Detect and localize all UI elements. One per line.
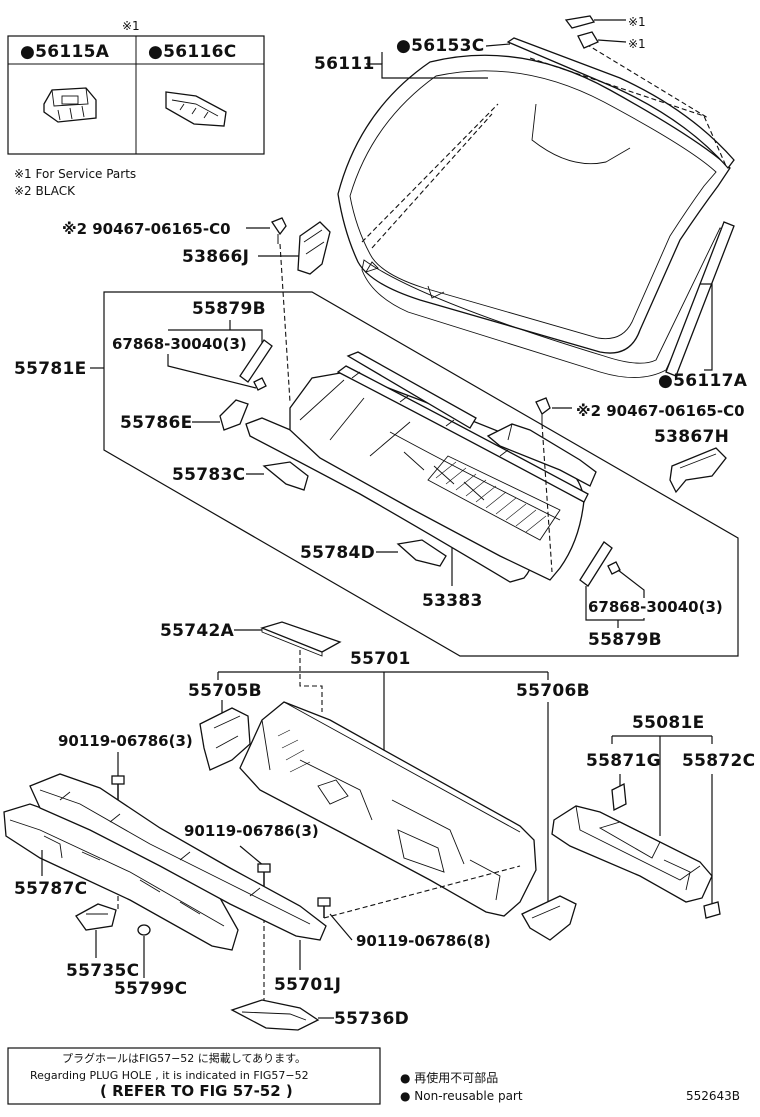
label-90467-right: ※2 90467-06165-C0	[576, 402, 745, 420]
label-55872c: 55872C	[682, 751, 755, 771]
inset-right-label: ●56116C	[148, 42, 237, 62]
seal-53866j-drawing	[297, 221, 331, 275]
cowl-panel-55701-drawing	[239, 701, 537, 917]
clip-55799c-drawing	[137, 924, 151, 936]
bolt-90119-b-drawing	[257, 863, 271, 886]
label-55781e: 55781E	[14, 359, 87, 379]
inset-left-label: ●56115A	[20, 42, 110, 62]
label-55787c: 55787C	[14, 879, 87, 899]
bracket-55705b-drawing	[199, 707, 251, 771]
bracket-55735c-drawing	[75, 903, 117, 931]
cowl-group-frame	[103, 291, 739, 657]
seal-53867h-drawing	[669, 447, 727, 494]
label-53866j: 53866J	[182, 247, 249, 267]
label-90119-c: 90119-06786(8)	[356, 932, 491, 950]
clip-90467-left-drawing	[271, 217, 287, 244]
bolt-90119-c-drawing	[317, 897, 331, 918]
pad-55742a-drawing	[260, 621, 342, 657]
note-refer: ( REFER TO FIG 57-52 )	[100, 1082, 293, 1100]
legend-en: ● Non-reusable part	[400, 1089, 523, 1103]
label-55784d: 55784D	[300, 543, 375, 563]
label-55706b: 55706B	[516, 681, 590, 701]
bracket-55871g-drawing	[611, 782, 627, 812]
cover-55736d-drawing	[230, 999, 320, 1031]
label-55783c: 55783C	[172, 465, 245, 485]
bracket-55706b-drawing	[521, 895, 577, 941]
top-mark-1: ※1	[628, 15, 646, 29]
note-en: Regarding PLUG HOLE , it is indicated in…	[30, 1069, 309, 1082]
label-55736d: 55736D	[334, 1009, 409, 1029]
moulding-56117a-drawing	[665, 221, 735, 377]
bolt-90119-a-drawing	[111, 775, 125, 800]
clip-90467-right-drawing	[535, 397, 551, 424]
tray-55081e-drawing	[551, 805, 713, 903]
label-90119-a: 90119-06786(3)	[58, 732, 193, 750]
label-90119-b: 90119-06786(3)	[184, 822, 319, 840]
lower-cowl-55787c-drawing	[3, 773, 327, 951]
moulding-56153c-drawing	[506, 37, 735, 170]
note-black: ※2 BLACK	[14, 184, 76, 198]
seal-55879b-top-drawing	[239, 339, 273, 391]
label-56117a: ●56117A	[658, 371, 748, 391]
note-service-parts: ※1 For Service Parts	[14, 167, 136, 181]
clip-56115a-drawing	[43, 87, 97, 123]
label-90467-left: ※2 90467-06165-C0	[62, 220, 231, 238]
note-jp: プラグホールはFIG57−52 に掲載してあります。	[62, 1051, 306, 1065]
label-55879b-top: 55879B	[192, 299, 266, 319]
windshield-glass-drawing	[337, 54, 731, 378]
label-55786e: 55786E	[120, 413, 193, 433]
label-55705b: 55705B	[188, 681, 262, 701]
label-55871g: 55871G	[586, 751, 661, 771]
label-55799c: 55799C	[114, 979, 187, 999]
label-67868-top: 67868-30040(3)	[112, 335, 247, 353]
pad-55872c-drawing	[703, 901, 721, 919]
bottom-note-box: プラグホールはFIG57−52 に掲載してあります。 Regarding PLU…	[7, 1047, 381, 1105]
seal-55784d-drawing	[396, 539, 447, 567]
label-55879b-bottom: 55879B	[588, 630, 662, 650]
figure-code: 552643B	[686, 1089, 740, 1103]
label-55742a: 55742A	[160, 621, 235, 641]
cowl-louver-53383-drawing	[245, 351, 597, 583]
bracket-55786e-drawing	[219, 399, 249, 431]
label-55735c: 55735C	[66, 961, 139, 981]
label-53383: 53383	[422, 591, 483, 611]
top-clips-drawing	[564, 15, 627, 49]
seal-55879b-bottom-drawing	[579, 541, 621, 587]
label-55081e: 55081E	[632, 713, 705, 733]
inset-mark: ※1	[122, 19, 140, 33]
label-67868-bottom: 67868-30040(3)	[588, 598, 723, 616]
label-55701j: 55701J	[274, 975, 341, 995]
inset-box: ※1 ●56115A ●56116C	[7, 19, 265, 155]
label-55701: 55701	[350, 649, 411, 669]
legend-jp: ● 再使用不可部品	[400, 1070, 498, 1085]
label-56111: 56111	[314, 54, 375, 74]
label-56153c: ●56153C	[396, 36, 485, 56]
top-mark-2: ※1	[628, 37, 646, 51]
clip-56116c-drawing	[165, 91, 227, 127]
label-53867h: 53867H	[654, 427, 729, 447]
seal-55783c-drawing	[262, 461, 309, 491]
